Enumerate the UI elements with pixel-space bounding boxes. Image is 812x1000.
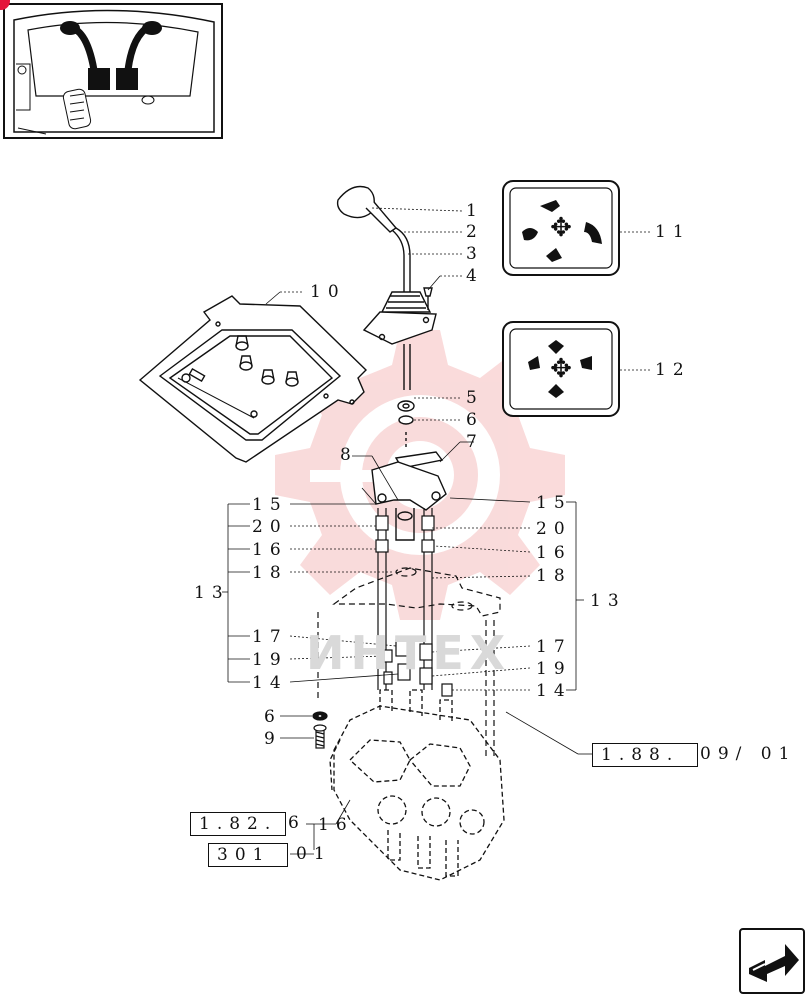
callout-12: 12 [655, 360, 691, 380]
callout-left-15: 15 [252, 495, 288, 515]
callout-right-20: 20 [536, 519, 572, 539]
washer-and-bracket [371, 400, 447, 541]
callout-4: 4 [466, 266, 484, 286]
callout-5: 5 [466, 388, 484, 408]
callout-left-19: 19 [252, 650, 288, 670]
corner-badge [0, 0, 10, 10]
next-arrow-icon [749, 944, 799, 982]
svg-text:✥: ✥ [550, 213, 572, 243]
callout-left-20: 20 [252, 517, 288, 537]
cover-plate [138, 295, 367, 463]
callout-3: 3 [466, 244, 484, 264]
callout-11: 11 [655, 222, 691, 242]
callout-right-19: 19 [536, 659, 572, 679]
callout-left-18: 18 [252, 563, 288, 583]
callout-left-14: 14 [252, 673, 288, 693]
reference-1-88[interactable]: 1.88. [592, 743, 698, 767]
control-valve-block [329, 689, 505, 881]
decal-12: ✥ [502, 321, 620, 417]
svg-text:✥: ✥ [550, 354, 572, 384]
linkage-rods [375, 508, 453, 697]
callout-7: 7 [466, 432, 484, 452]
reference-1-82-suffix: 6 [288, 813, 306, 833]
screw-and-washer [312, 711, 328, 749]
cab-thumbnail [3, 3, 223, 139]
callout-10: 10 [310, 282, 346, 302]
callout-left-16: 16 [252, 540, 288, 560]
callout-8: 8 [340, 445, 358, 465]
reference-301[interactable]: 301 [208, 843, 288, 867]
callout-left-17: 17 [252, 627, 288, 647]
callout-6: 6 [466, 410, 484, 430]
callout-right-15: 15 [536, 493, 572, 513]
reference-1-88-suffix: 09/ 01 [700, 744, 797, 764]
callout-bottom-6: 6 [264, 707, 282, 727]
callout-right-17: 17 [536, 637, 572, 657]
callout-2: 2 [466, 222, 484, 242]
control-lever-assembly [336, 185, 437, 390]
callout-right-18: 18 [536, 566, 572, 586]
leader-lines [222, 207, 650, 855]
callout-1: 1 [466, 201, 484, 221]
callout-bottom-9: 9 [264, 729, 282, 749]
watermark-text: ИНТЕХ [306, 626, 512, 680]
next-page-button[interactable] [739, 928, 805, 994]
callout-right-13: 13 [590, 591, 626, 611]
reference-301-suffix: 01 [296, 844, 332, 864]
callout-right-14: 14 [536, 681, 572, 701]
callout-left-13: 13 [194, 583, 230, 603]
decal-11: ✥ [502, 180, 620, 276]
callout-right-16: 16 [536, 543, 572, 563]
callout-bottom-16: 16 [318, 815, 354, 835]
reference-1-82[interactable]: 1.82. [190, 812, 286, 836]
